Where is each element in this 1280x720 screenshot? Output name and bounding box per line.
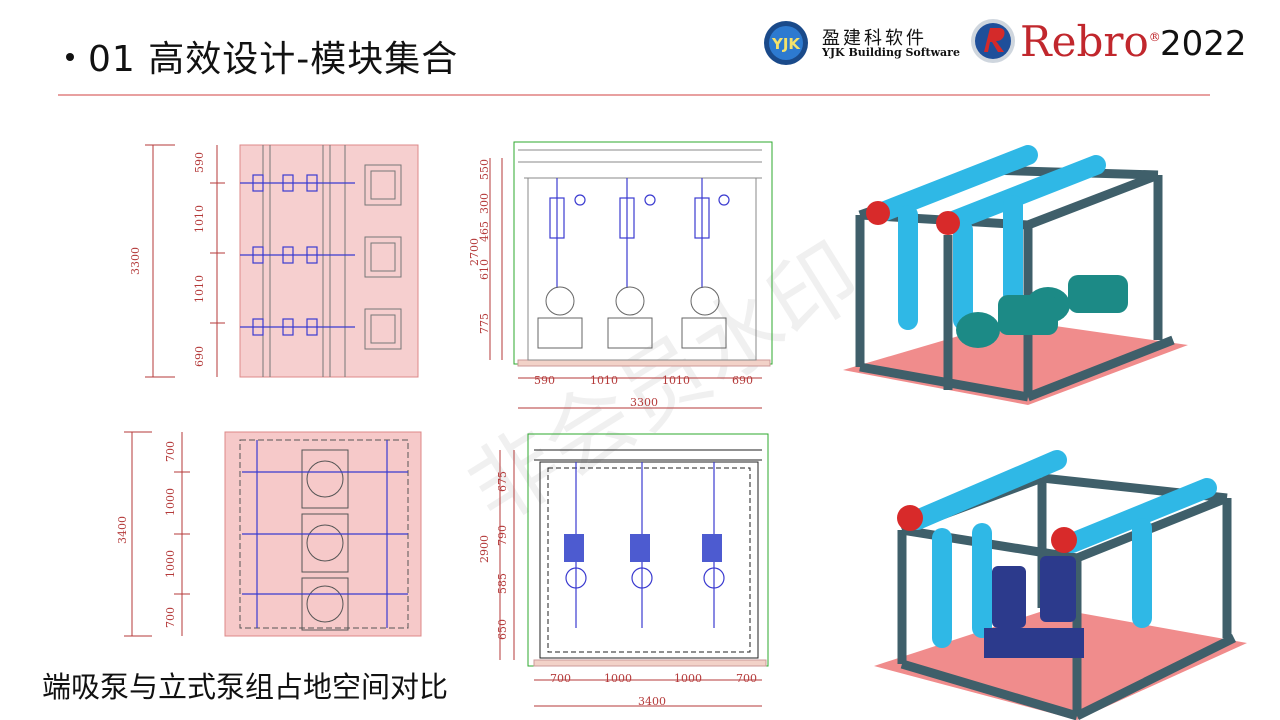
header-divider — [58, 94, 1210, 96]
vertical-3d-model — [874, 450, 1247, 720]
rebro-name-text: Rebro — [1020, 17, 1149, 66]
dim-h-4: 610 — [478, 259, 491, 280]
yjk-logo-icon: YJK — [764, 21, 808, 65]
vertical-elevation-drawing: 2900 675 790 585 650 700 1000 1000 700 3… — [478, 433, 769, 708]
yjk-en-name: YJK Building Software — [822, 46, 960, 59]
dim-segments: 590 1010 1010 690 — [193, 152, 225, 367]
dim-h-2: 300 — [478, 193, 491, 214]
dim-h-1: 675 — [496, 471, 509, 492]
dim-w-2: 1000 — [604, 672, 632, 685]
dim-h-3: 465 — [478, 221, 491, 242]
end-suction-plan-drawing: 3300 590 1010 1010 690 — [129, 144, 419, 378]
rebro-registered-mark: ® — [1148, 30, 1161, 44]
end-suction-3d-model — [843, 145, 1188, 405]
bullet-dot — [66, 53, 74, 61]
dim-seg-4: 690 — [193, 346, 206, 367]
dim-seg-4: 700 — [164, 607, 177, 628]
dim-w-4: 700 — [736, 672, 757, 685]
dim-total: 3300 — [129, 247, 142, 275]
dim-total: 3400 — [116, 516, 129, 544]
dim-seg-1: 700 — [164, 441, 177, 462]
rebro-logo-icon — [971, 19, 1015, 63]
vertical-plan-drawing: 3400 700 1000 1000 700 — [116, 431, 422, 637]
dim-seg-1: 590 — [193, 152, 206, 173]
caption: 端吸泵与立式泵组占地空间对比 — [42, 670, 449, 704]
dim-w-4: 690 — [732, 374, 753, 387]
yjk-logo-text: YJK — [771, 35, 801, 53]
dim-h-2: 790 — [496, 525, 509, 546]
year-label: 2022 — [1160, 24, 1247, 64]
dim-w-1: 590 — [534, 374, 555, 387]
dim-w-1: 700 — [550, 672, 571, 685]
rebro-name: Rebro® — [1020, 17, 1161, 66]
dim-w-3: 1000 — [674, 672, 702, 685]
dim-seg-2: 1000 — [164, 488, 177, 516]
end-suction-elevation-drawing: 2700 550 300 465 610 775 590 1010 1010 6… — [468, 141, 773, 409]
dim-seg-3: 1000 — [164, 550, 177, 578]
dim-h-5: 775 — [478, 313, 491, 334]
yjk-cn-name: 盈建科软件 — [822, 28, 927, 49]
dim-seg-3: 1010 — [193, 275, 206, 303]
dim-total-width: 3300 — [630, 396, 658, 409]
page-title: 01 高效设计-模块集合 — [66, 30, 458, 82]
dim-total-height: 2900 — [478, 535, 491, 563]
dim-w-3: 1010 — [662, 374, 690, 387]
dim-h-3: 585 — [496, 573, 509, 594]
dim-total-width: 3400 — [638, 695, 666, 708]
dim-h-1: 550 — [478, 159, 491, 180]
dim-w-2: 1010 — [590, 374, 618, 387]
dim-total-height: 2700 — [468, 238, 481, 266]
dim-h-4: 650 — [496, 619, 509, 640]
page-title-text: 01 高效设计-模块集合 — [88, 39, 459, 80]
dim-seg-2: 1010 — [193, 205, 206, 233]
